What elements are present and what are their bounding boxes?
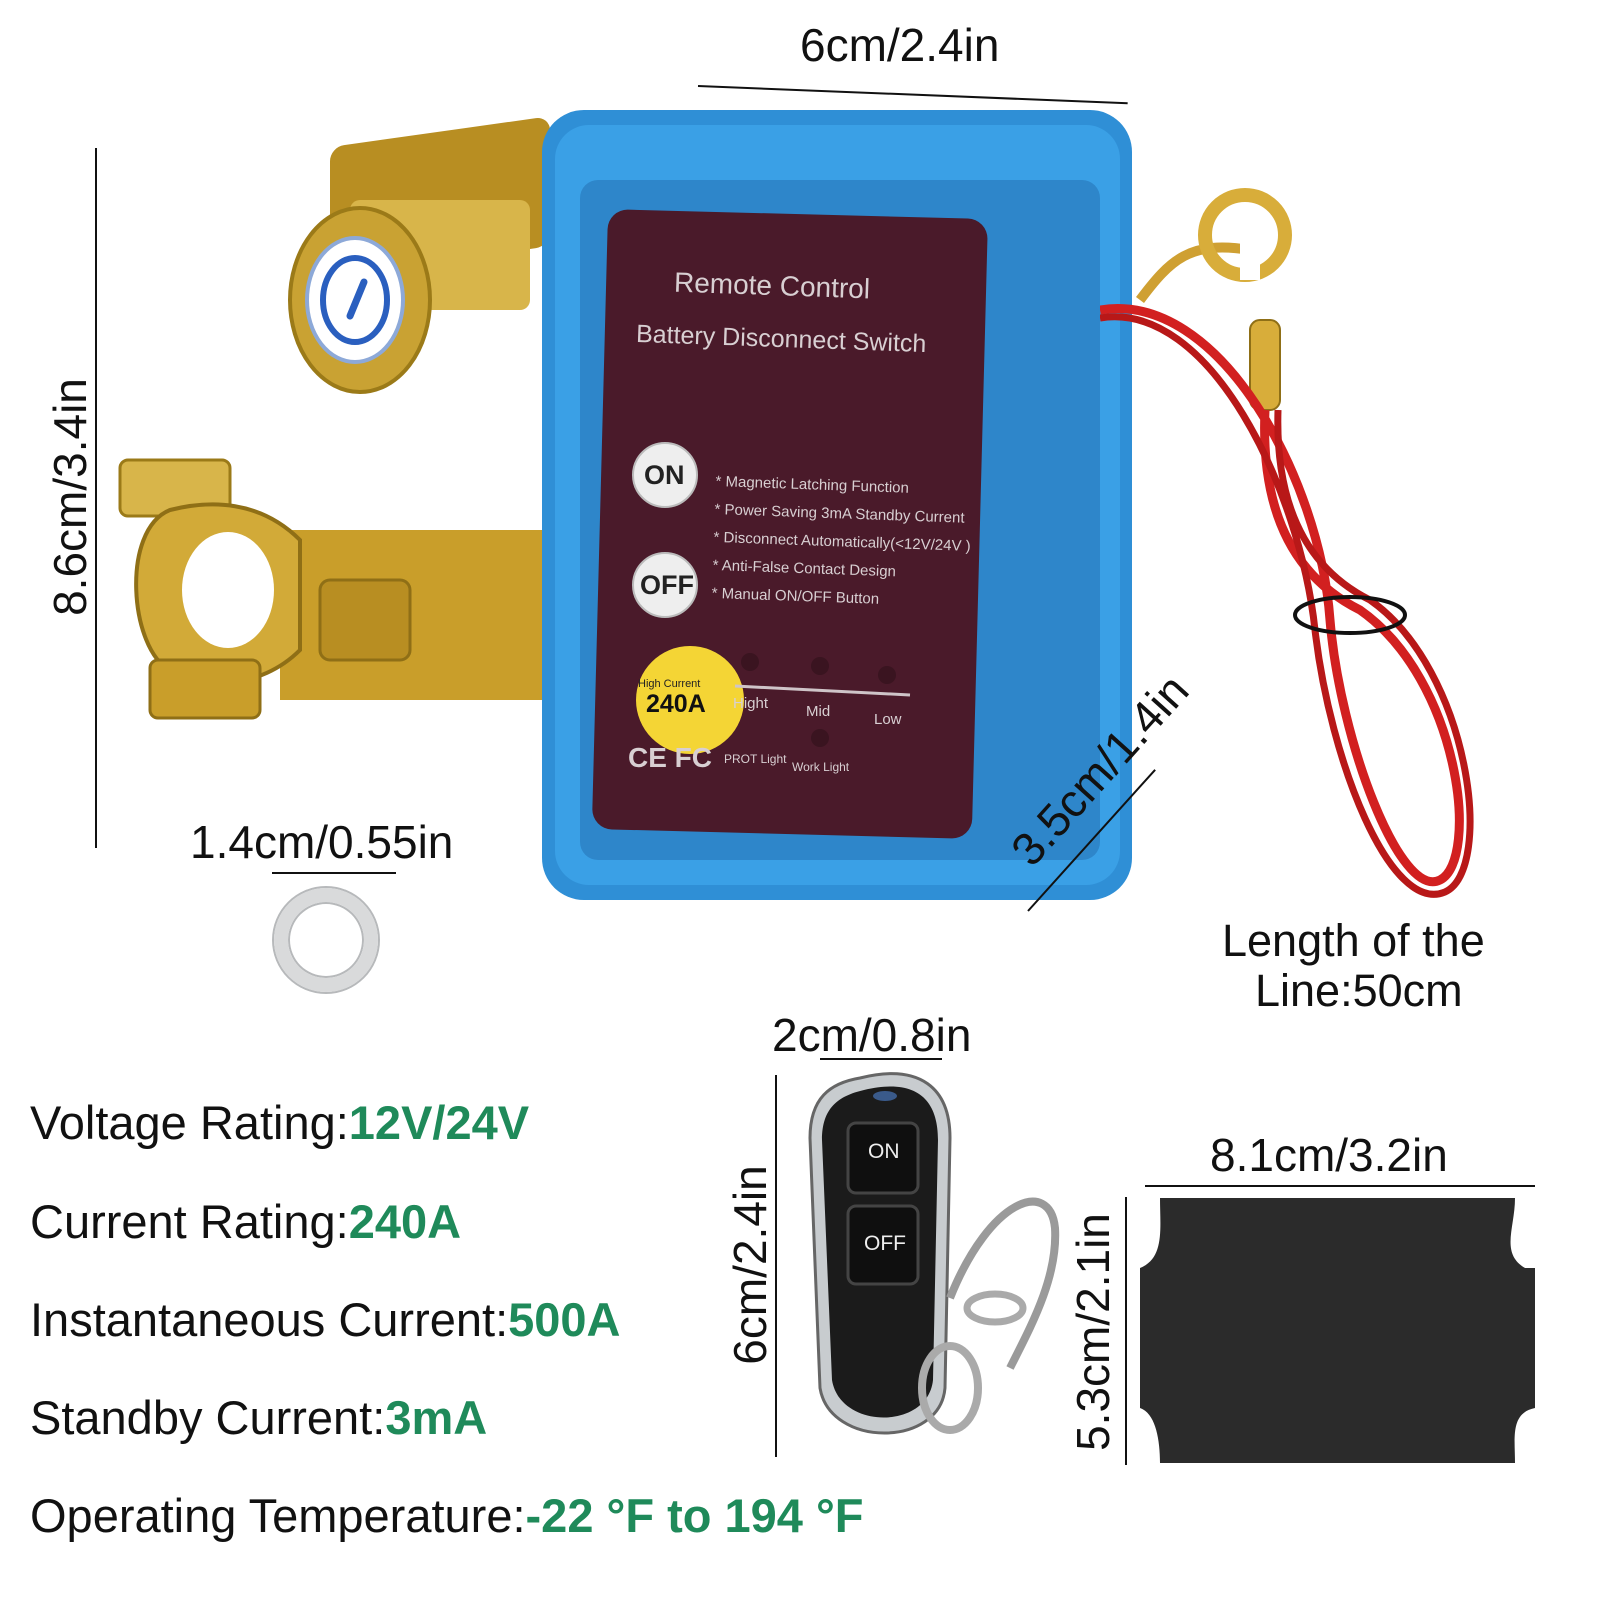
badge-top-label: High Current <box>638 678 701 690</box>
remote-on-button[interactable] <box>846 1121 920 1195</box>
spec-current-value: 240A <box>348 1195 462 1248</box>
device-off-label: OFF <box>640 570 694 600</box>
battery-switch-illustration <box>118 110 1132 900</box>
level-mid-label: Mid <box>806 703 831 720</box>
spec-instantaneous-value: 500A <box>508 1293 621 1346</box>
washer <box>274 888 378 992</box>
spec-voltage-value: 12V/24V <box>348 1096 530 1149</box>
remote-on-label: ON <box>868 1140 900 1163</box>
dimension-pad-height-label: 5.3cm/2.1in <box>1067 1213 1119 1451</box>
device-off-button[interactable] <box>632 552 698 618</box>
dimension-pad-width-line <box>1145 1185 1535 1187</box>
dimension-height-label: 8.6cm/3.4in <box>44 378 96 616</box>
dimension-pad-width-label: 8.1cm/3.2in <box>1210 1129 1448 1181</box>
spec-instantaneous: Instantaneous Current:500A <box>30 1292 620 1347</box>
remote-fob <box>808 1072 1060 1435</box>
brass-clamp-lower <box>118 458 550 720</box>
spec-current-label: Current Rating: <box>30 1195 349 1248</box>
spec-standby: Standby Current:3mA <box>30 1390 487 1445</box>
cable-length-line1: Length of the <box>1222 915 1485 966</box>
led-work <box>811 729 829 747</box>
led-low <box>878 666 896 684</box>
led-high <box>741 653 759 671</box>
spec-voltage-label: Voltage Rating: <box>30 1096 349 1149</box>
prot-light-label: PROT Light <box>724 752 787 766</box>
red-cable <box>1100 188 1474 898</box>
spec-temperature-label: Operating Temperature: <box>30 1489 526 1542</box>
dimension-remote-width-label: 2cm/0.8in <box>772 1009 972 1061</box>
level-low-label: Low <box>874 711 902 728</box>
work-light-label: Work Light <box>792 760 850 774</box>
high-current-badge <box>636 646 744 754</box>
dimension-remote-height-line <box>775 1075 777 1457</box>
spec-instantaneous-label: Instantaneous Current: <box>30 1293 509 1346</box>
spec-temperature-value: -22 °F to 194 °F <box>525 1489 864 1542</box>
device-features: * Magnetic Latching Function * Power Sav… <box>711 468 973 617</box>
device-title: Remote Control <box>673 266 871 305</box>
led-mid <box>811 657 829 675</box>
badge-value-label: 240A <box>646 690 706 718</box>
remote-off-label: OFF <box>864 1232 906 1255</box>
foam-pad <box>1140 1198 1535 1463</box>
device-on-button[interactable] <box>632 442 698 508</box>
spec-standby-label: Standby Current: <box>30 1391 386 1444</box>
dimension-washer-label: 1.4cm/0.55in <box>190 816 454 868</box>
dimension-remote-width-line <box>820 1058 942 1060</box>
dimension-height-line <box>95 148 97 848</box>
spec-temperature: Operating Temperature:-22 °F to 194 °F <box>30 1488 863 1543</box>
cable-length-line2: Line:50cm <box>1255 965 1463 1016</box>
spec-current: Current Rating:240A <box>30 1194 461 1249</box>
cert-marks: CE FC <box>628 742 712 773</box>
device-on-label: ON <box>644 460 685 490</box>
remote-off-button[interactable] <box>846 1204 920 1286</box>
level-scale-line <box>734 684 911 697</box>
brass-post-upper <box>288 117 550 394</box>
level-high-label: Hight <box>733 695 769 712</box>
spec-voltage: Voltage Rating:12V/24V <box>30 1095 529 1150</box>
dimension-pad-height-line <box>1125 1197 1127 1465</box>
dimension-remote-height-label: 6cm/2.4in <box>724 1165 776 1365</box>
dimension-width-label: 6cm/2.4in <box>800 19 1000 71</box>
dimension-washer-line <box>272 872 396 874</box>
spec-standby-value: 3mA <box>385 1391 488 1444</box>
